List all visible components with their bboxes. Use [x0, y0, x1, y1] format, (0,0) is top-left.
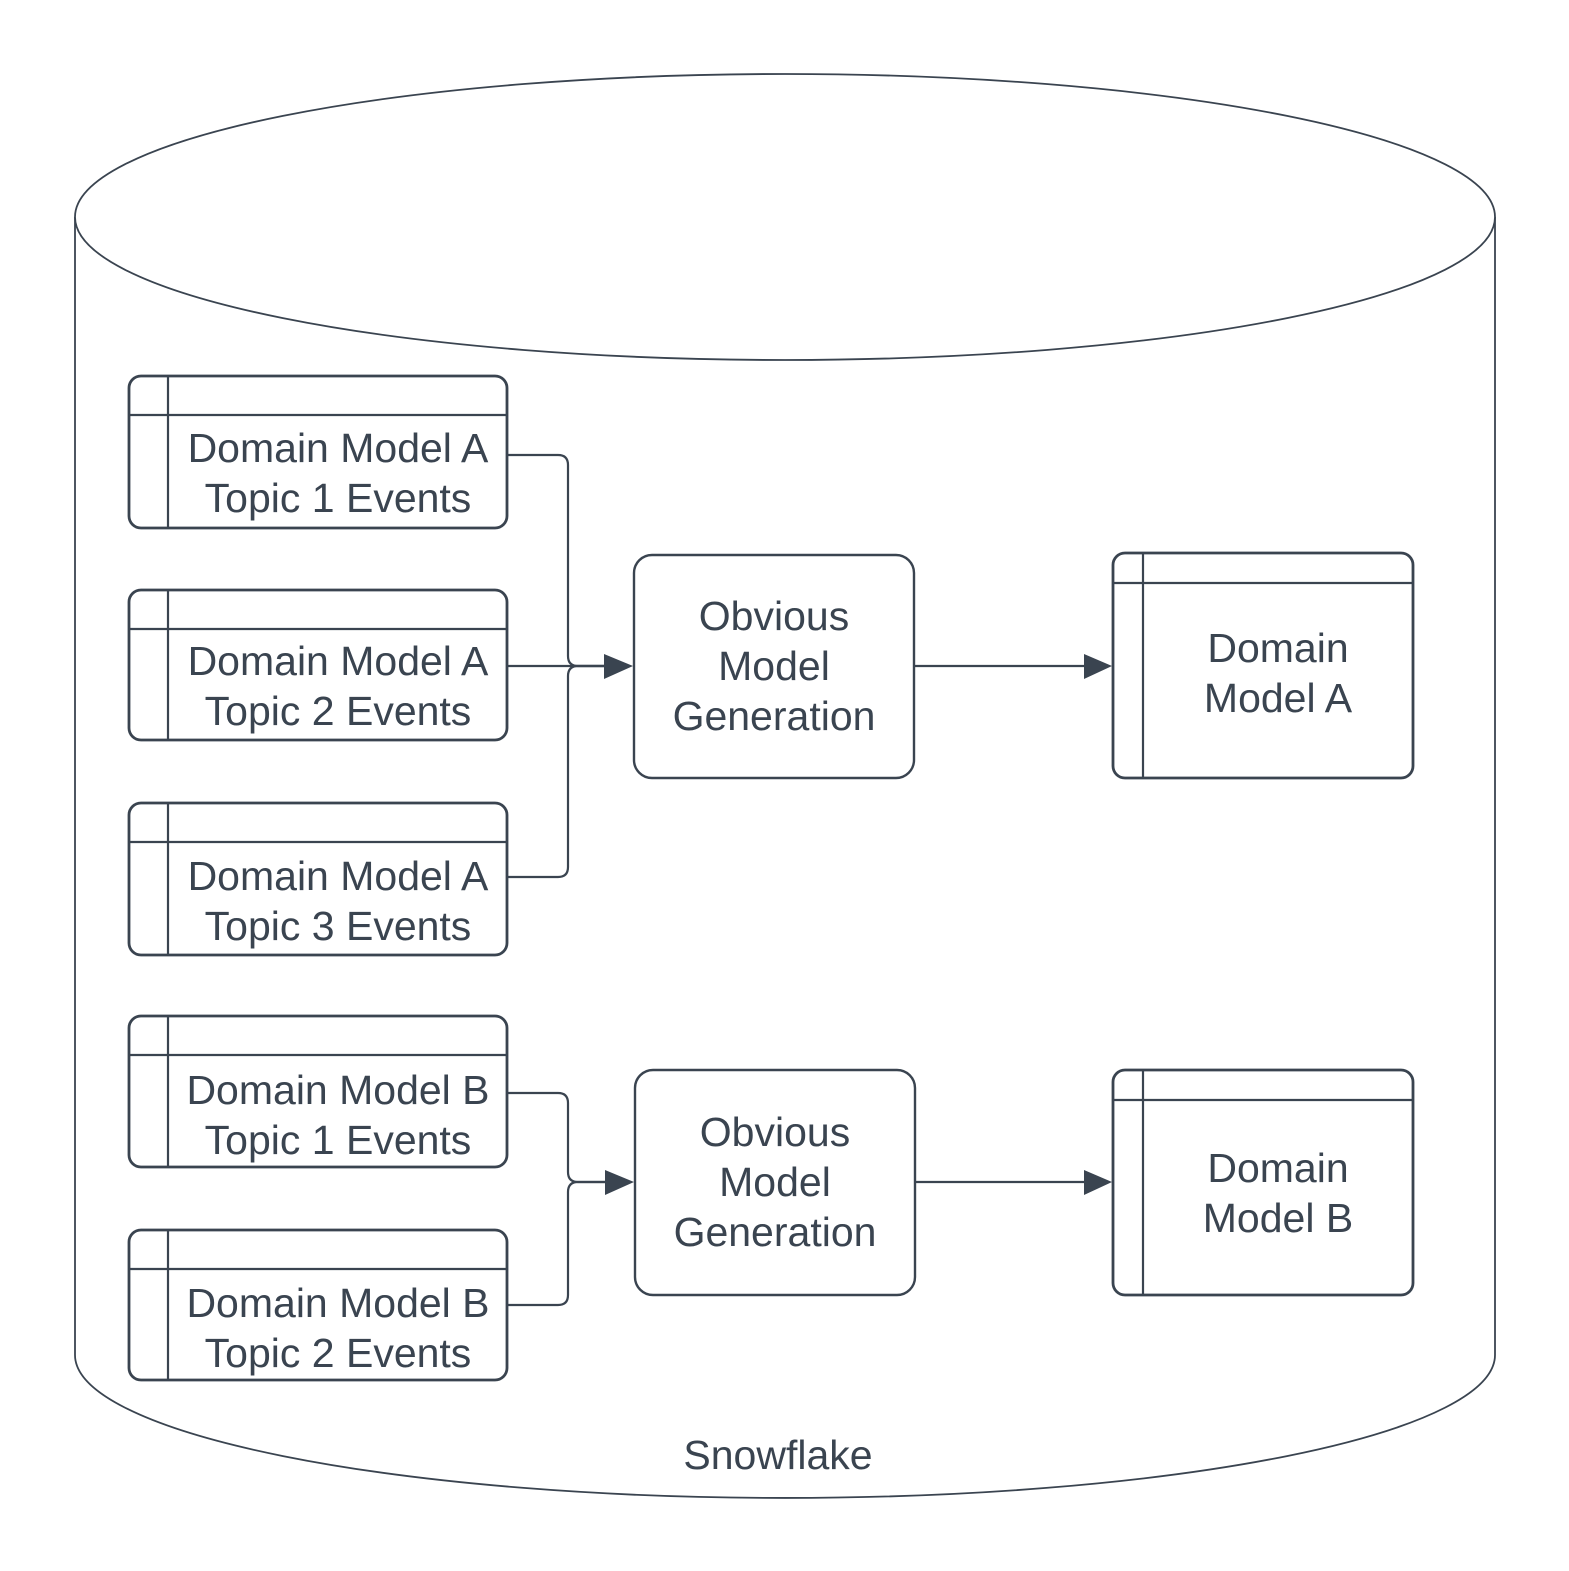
- process-label-line2: Model: [718, 643, 830, 689]
- table-label-line1: Domain: [1207, 625, 1348, 671]
- arrow-head-icon: [1084, 654, 1112, 679]
- process-label-line1: Obvious: [699, 593, 849, 639]
- process-obvious-model-generation-b: Obvious Model Generation: [633, 1068, 917, 1297]
- connectors-b-merge: [507, 1091, 634, 1307]
- arrow-head-icon: [604, 654, 633, 679]
- table-shape: [127, 1014, 509, 1169]
- connector-a-topic3-to-process: [507, 664, 604, 879]
- table-label-line2: Model B: [1203, 1195, 1353, 1241]
- table-label-line1: Domain Model B: [186, 1280, 489, 1326]
- connectors-a-merge: [507, 453, 633, 879]
- table-domain-a-topic-1: Domain Model A Topic 1 Events: [127, 374, 509, 530]
- table-label-line2: Topic 2 Events: [205, 688, 472, 734]
- table-label-line2: Topic 2 Events: [205, 1330, 472, 1376]
- process-label-line2: Model: [719, 1159, 831, 1205]
- table-label-line1: Domain Model B: [186, 1067, 489, 1113]
- table-label-line1: Domain: [1207, 1145, 1348, 1191]
- table-domain-a-topic-3: Domain Model A Topic 3 Events: [127, 801, 509, 957]
- cylinder-label: Snowflake: [683, 1432, 872, 1478]
- process-label-line3: Generation: [674, 1209, 877, 1255]
- table-domain-model-a-output: Domain Model A: [1111, 551, 1415, 780]
- connector-process-b-to-output: [915, 1170, 1112, 1195]
- cylinder-top-ellipse: [74, 73, 1496, 361]
- table-shape: [1111, 551, 1415, 780]
- arrow-head-icon: [605, 1170, 634, 1195]
- table-domain-b-topic-1: Domain Model B Topic 1 Events: [127, 1014, 509, 1169]
- process-label-line1: Obvious: [700, 1109, 850, 1155]
- table-label-line2: Topic 1 Events: [205, 475, 472, 521]
- table-label-line2: Model A: [1204, 675, 1353, 721]
- arrow-head-icon: [1084, 1170, 1112, 1195]
- process-obvious-model-generation-a: Obvious Model Generation: [632, 553, 916, 780]
- table-domain-a-topic-2: Domain Model A Topic 2 Events: [127, 588, 509, 742]
- table-domain-b-topic-2: Domain Model B Topic 2 Events: [127, 1228, 509, 1382]
- table-shape: [1111, 1068, 1415, 1297]
- table-label-line1: Domain Model A: [188, 638, 489, 684]
- process-label-line3: Generation: [673, 693, 876, 739]
- table-label-line1: Domain Model A: [188, 853, 489, 899]
- connector-process-a-to-output: [914, 654, 1112, 679]
- table-label-line2: Topic 3 Events: [205, 903, 472, 949]
- table-domain-model-b-output: Domain Model B: [1111, 1068, 1415, 1297]
- connector-b-topic2-to-process: [507, 1180, 605, 1307]
- table-label-line1: Domain Model A: [188, 425, 489, 471]
- table-label-line2: Topic 1 Events: [205, 1117, 472, 1163]
